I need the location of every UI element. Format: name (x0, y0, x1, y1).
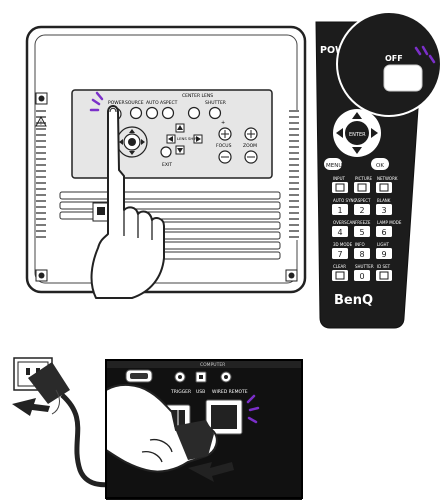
auto-button[interactable] (147, 108, 158, 119)
remote-key-label: NETWORK (377, 176, 398, 181)
screw-icon (36, 93, 47, 104)
zoom-label: ZOOM (243, 143, 257, 149)
trigger-label: TRIGGER (170, 389, 191, 395)
remote-key-number: 7 (337, 250, 342, 259)
remote-control: POWER OFF I ENTER MENU OK INPUTPICTURENE… (316, 12, 441, 328)
aspect-button[interactable] (163, 108, 174, 119)
remote-key-label: FREEZE (355, 220, 371, 225)
aspect-button-label: ASPECT (160, 100, 178, 106)
exit-label: EXIT (162, 162, 172, 168)
center-lens-label: CENTER LENS (182, 93, 213, 99)
screw-icon (36, 270, 47, 281)
wired-remote-label: WIRED REMOTE (212, 389, 248, 395)
remote-key-label: AUTO SYNC (333, 198, 357, 203)
svg-text:!: ! (40, 120, 42, 127)
arrow-icon (12, 398, 50, 416)
projector-top-view: ! (27, 27, 305, 292)
remote-key-label: ID SET (377, 264, 391, 269)
power-button-label: POWER (108, 100, 125, 106)
remote-key-label: LAMP MODE (377, 220, 402, 225)
remote-key-label: ASPECT (355, 198, 371, 203)
remote-key-label: CLEAR (333, 264, 346, 269)
remote-key-number: 6 (381, 228, 386, 237)
center-lens-button[interactable] (189, 108, 200, 119)
exit-button[interactable] (161, 147, 171, 157)
remote-key-label: INPUT (333, 176, 346, 181)
brand-logo: BenQ (334, 293, 373, 308)
lens-shift-label: LENS SHIFT (177, 136, 199, 141)
focus-plus-label: + (221, 120, 225, 126)
remote-power-off-button[interactable] (384, 65, 422, 91)
remote-key-number: 5 (359, 228, 364, 237)
shutter-label: SHUTTER (205, 100, 226, 106)
remote-ok-label: OK (376, 163, 384, 169)
remote-key-label: PICTURE (355, 176, 373, 181)
remote-key-label: LIGHT (377, 242, 390, 247)
remote-key-label: 3D MODE (333, 242, 353, 247)
focus-label: FOCUS (216, 143, 232, 149)
shutter-button[interactable] (210, 108, 221, 119)
remote-key-number: 8 (359, 250, 364, 259)
source-button[interactable] (131, 108, 142, 119)
auto-button-label: AUTO (146, 100, 159, 106)
remote-key-label: SHUTTER (355, 264, 374, 269)
screw-icon (286, 270, 297, 281)
remote-on-label: I (436, 35, 438, 44)
remote-key-number: 0 (359, 272, 364, 281)
remote-key-number: 9 (381, 250, 386, 259)
remote-key-label: OVERSCAN (333, 220, 355, 225)
remote-key-label: INFO (355, 242, 365, 247)
computer-port-label: COMPUTER (200, 362, 225, 368)
remote-key-number: 1 (337, 206, 342, 215)
remote-key-number: 4 (337, 228, 342, 237)
source-button-label: SOURCE (125, 100, 144, 106)
remote-key-number: 3 (381, 206, 386, 215)
usb-label: USB (196, 389, 205, 395)
remote-menu-label: MENU (326, 163, 342, 169)
remote-off-label: OFF (385, 54, 403, 63)
remote-key-number: 2 (359, 206, 364, 215)
remote-enter-label: ENTER (349, 132, 366, 138)
remote-key-label: BLANK (377, 198, 391, 203)
